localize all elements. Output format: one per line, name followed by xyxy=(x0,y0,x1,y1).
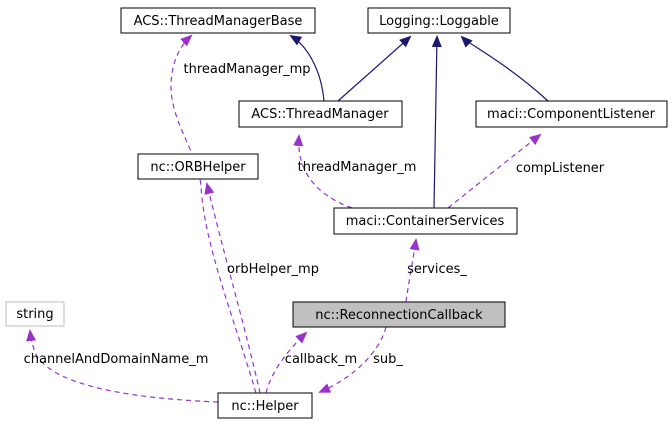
edge-label-sub: sub_ xyxy=(373,352,403,367)
edge-label-threadmanager-mp: threadManager_mp xyxy=(183,62,310,77)
node-string: string xyxy=(5,301,65,327)
node-acs-threadmanager[interactable]: ACS::ThreadManager xyxy=(238,100,403,128)
node-label: string xyxy=(16,307,53,322)
edge-label-threadmanager-m: threadManager_m xyxy=(298,160,417,175)
node-nc-orbhelper[interactable]: nc::ORBHelper xyxy=(137,153,259,180)
node-label: nc::Helper xyxy=(231,399,299,414)
edge-callback-m xyxy=(265,331,308,394)
edge-label-callback-m: callback_m xyxy=(285,352,357,367)
node-acs-threadmanagerbase[interactable]: ACS::ThreadManagerBase xyxy=(120,7,316,34)
edge-threadmanager-to-threadmanagerbase xyxy=(289,34,325,102)
node-logging-loggable[interactable]: Logging::Loggable xyxy=(367,7,511,34)
edge-containerservices-to-loggable xyxy=(431,35,442,209)
node-label: ACS::ThreadManagerBase xyxy=(134,14,303,29)
node-nc-helper[interactable]: nc::Helper xyxy=(217,392,313,419)
edge-complistener xyxy=(447,133,542,209)
node-maci-componentlistener[interactable]: maci::ComponentListener xyxy=(475,100,668,128)
node-label: maci::ComponentListener xyxy=(487,107,656,122)
node-label: Logging::Loggable xyxy=(379,14,499,29)
node-label: nc::ORBHelper xyxy=(150,160,246,175)
node-nc-reconnectioncallback: nc::ReconnectionCallback xyxy=(292,301,506,328)
edge-label-services: services_ xyxy=(407,262,467,277)
node-label: ACS::ThreadManager xyxy=(251,107,389,122)
edge-threadmanager-m xyxy=(293,134,353,209)
edge-sub xyxy=(318,326,387,393)
edge-label-complistener: compListener xyxy=(516,161,605,176)
edge-orbhelper-mp xyxy=(204,182,261,394)
node-label: nc::ReconnectionCallback xyxy=(315,308,483,323)
edge-services xyxy=(405,238,420,303)
edge-threadmanager-mp xyxy=(170,34,257,394)
edge-label-channelanddomainname-m: channelAndDomainName_m xyxy=(24,352,209,367)
node-maci-containerservices[interactable]: maci::ContainerServices xyxy=(333,207,518,235)
edge-componentlistener-to-loggable xyxy=(460,35,549,102)
edge-threadmanager-to-loggable xyxy=(337,35,412,102)
node-label: maci::ContainerServices xyxy=(346,214,505,229)
edge-label-orbhelper-mp: orbHelper_mp xyxy=(227,262,319,277)
